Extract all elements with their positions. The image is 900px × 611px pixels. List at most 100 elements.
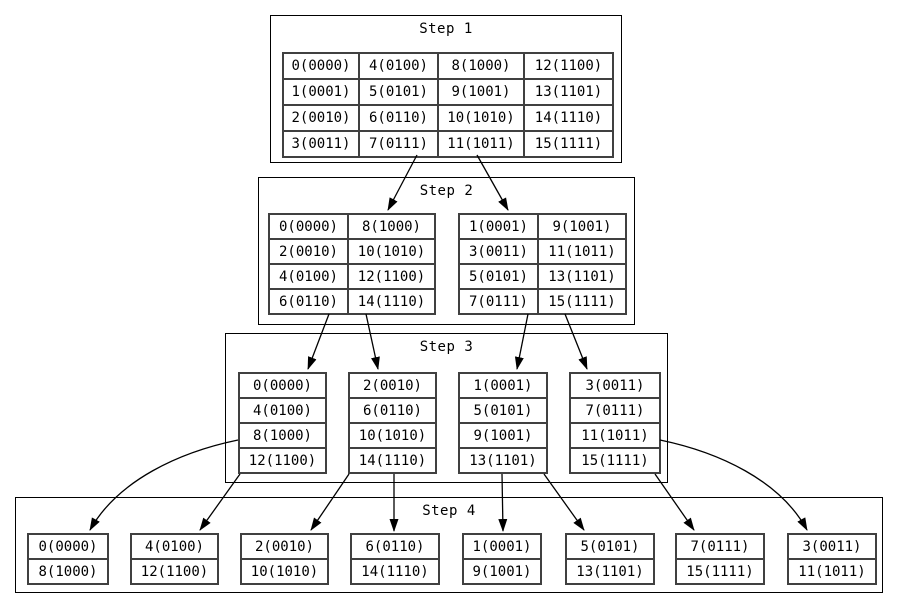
bucket-table: 2(0010)10(1010)	[240, 533, 329, 585]
bucket-table: 3(0011)11(1011)	[787, 533, 877, 585]
bucket-cell: 1(0001)	[283, 79, 359, 105]
bucket-cell: 6(0110)	[351, 534, 439, 559]
table-row: 0(0000)	[28, 534, 108, 559]
bucket-cell: 4(0100)	[359, 53, 438, 79]
table-row: 11(1011)	[570, 423, 660, 448]
bucket-cell: 0(0000)	[28, 534, 108, 559]
cluster-label: Step 2	[419, 183, 474, 199]
bucket-cell: 11(1011)	[538, 239, 626, 264]
table-row: 12(1100)	[239, 448, 326, 473]
bucket-cell: 12(1100)	[131, 559, 218, 584]
table-row: 8(1000)	[28, 559, 108, 584]
bucket-cell: 10(1010)	[241, 559, 328, 584]
bucket-cell: 1(0001)	[459, 373, 547, 398]
table-row: 7(0111)	[570, 398, 660, 423]
table-row: 0(0000)	[239, 373, 326, 398]
bucket-table: 0(0000)8(1000)	[27, 533, 109, 585]
table-row: 14(1110)	[351, 559, 439, 584]
bucket-cell: 11(1011)	[438, 131, 524, 157]
bucket-cell: 0(0000)	[269, 214, 348, 239]
table-row: 4(0100)	[239, 398, 326, 423]
table-row: 5(0101)13(1101)	[459, 264, 626, 289]
bucket-table: 3(0011)7(0111)11(1011)15(1111)	[569, 372, 661, 474]
bucket-cell: 5(0101)	[459, 398, 547, 423]
bucket-table: 2(0010)6(0110)10(1010)14(1110)	[348, 372, 437, 474]
bucket-cell: 5(0101)	[566, 534, 654, 559]
table-row: 5(0101)	[566, 534, 654, 559]
table-row: 7(0111)15(1111)	[459, 289, 626, 314]
bucket-cell: 2(0010)	[349, 373, 436, 398]
bucket-cell: 1(0001)	[459, 214, 538, 239]
table-row: 2(0010)6(0110)10(1010)14(1110)	[283, 105, 613, 131]
table-row: 9(1001)	[459, 423, 547, 448]
bucket-cell: 3(0011)	[459, 239, 538, 264]
bucket-cell: 7(0111)	[570, 398, 660, 423]
bucket-cell: 15(1111)	[538, 289, 626, 314]
bucket-cell: 13(1101)	[538, 264, 626, 289]
table-row: 0(0000)8(1000)	[269, 214, 435, 239]
table-row: 3(0011)11(1011)	[459, 239, 626, 264]
bucket-cell: 9(1001)	[438, 79, 524, 105]
bucket-table: 1(0001)9(1001)3(0011)11(1011)5(0101)13(1…	[458, 213, 627, 315]
bucket-cell: 3(0011)	[283, 131, 359, 157]
table-row: 1(0001)	[463, 534, 541, 559]
bucket-cell: 9(1001)	[538, 214, 626, 239]
bucket-cell: 12(1100)	[239, 448, 326, 473]
table-row: 2(0010)	[349, 373, 436, 398]
table-row: 6(0110)	[349, 398, 436, 423]
bucket-cell: 9(1001)	[463, 559, 541, 584]
bucket-cell: 15(1111)	[570, 448, 660, 473]
bucket-cell: 2(0010)	[283, 105, 359, 131]
table-row: 1(0001)	[459, 373, 547, 398]
table-row: 5(0101)	[459, 398, 547, 423]
table-row: 3(0011)	[788, 534, 876, 559]
bucket-table: 0(0000)4(0100)8(1000)12(1100)1(0001)5(01…	[282, 52, 614, 158]
bucket-cell: 15(1111)	[676, 559, 764, 584]
table-row: 6(0110)14(1110)	[269, 289, 435, 314]
bucket-cell: 8(1000)	[239, 423, 326, 448]
cluster-label: Step 3	[419, 339, 474, 355]
table-row: 15(1111)	[570, 448, 660, 473]
bucket-cell: 10(1010)	[349, 423, 436, 448]
bucket-table: 4(0100)12(1100)	[130, 533, 219, 585]
bucket-table: 5(0101)13(1101)	[565, 533, 655, 585]
bucket-cell: 5(0101)	[459, 264, 538, 289]
bucket-table: 1(0001)5(0101)9(1001)13(1101)	[458, 372, 548, 474]
bucket-table: 0(0000)4(0100)8(1000)12(1100)	[238, 372, 327, 474]
bucket-cell: 7(0111)	[459, 289, 538, 314]
bucket-table: 1(0001)9(1001)	[462, 533, 542, 585]
table-row: 1(0001)5(0101)9(1001)13(1101)	[283, 79, 613, 105]
bucket-cell: 11(1011)	[788, 559, 876, 584]
table-row: 15(1111)	[676, 559, 764, 584]
table-row: 2(0010)10(1010)	[269, 239, 435, 264]
bucket-cell: 8(1000)	[438, 53, 524, 79]
bucket-cell: 9(1001)	[459, 423, 547, 448]
bucket-cell: 13(1101)	[524, 79, 613, 105]
bucket-cell: 6(0110)	[349, 398, 436, 423]
table-row: 0(0000)4(0100)8(1000)12(1100)	[283, 53, 613, 79]
bucket-cell: 5(0101)	[359, 79, 438, 105]
bucket-cell: 6(0110)	[359, 105, 438, 131]
bucket-cell: 7(0111)	[676, 534, 764, 559]
table-row: 13(1101)	[459, 448, 547, 473]
table-row: 2(0010)	[241, 534, 328, 559]
bucket-cell: 3(0011)	[788, 534, 876, 559]
bucket-cell: 8(1000)	[28, 559, 108, 584]
bucket-cell: 13(1101)	[459, 448, 547, 473]
bucket-table: 6(0110)14(1110)	[350, 533, 440, 585]
bucket-cell: 10(1010)	[348, 239, 435, 264]
table-row: 7(0111)	[676, 534, 764, 559]
bucket-cell: 2(0010)	[269, 239, 348, 264]
bucket-cell: 14(1110)	[348, 289, 435, 314]
table-row: 4(0100)12(1100)	[269, 264, 435, 289]
bucket-cell: 15(1111)	[524, 131, 613, 157]
bucket-cell: 14(1110)	[524, 105, 613, 131]
bucket-cell: 10(1010)	[438, 105, 524, 131]
bucket-table: 7(0111)15(1111)	[675, 533, 765, 585]
bucket-cell: 1(0001)	[463, 534, 541, 559]
bucket-cell: 6(0110)	[269, 289, 348, 314]
bucket-cell: 12(1100)	[348, 264, 435, 289]
table-row: 10(1010)	[349, 423, 436, 448]
bucket-cell: 13(1101)	[566, 559, 654, 584]
